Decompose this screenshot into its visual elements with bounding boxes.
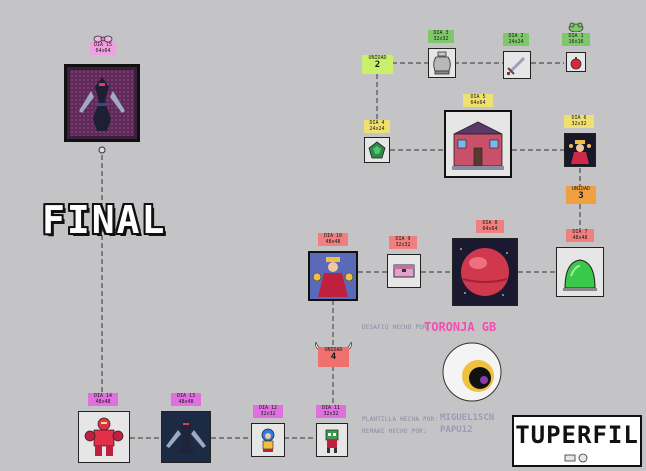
- day-2-art[interactable]: [503, 51, 531, 79]
- day-size: 32x32: [433, 35, 449, 42]
- day-10-art[interactable]: [308, 251, 358, 301]
- bow-icon: [93, 35, 113, 43]
- remake-credit-author: PAPU12: [440, 425, 473, 435]
- day-label: DIA 15: [93, 42, 113, 48]
- unit-label: UNIDAD: [368, 55, 387, 61]
- chest-icon: [393, 264, 415, 278]
- challenge-credit-label: DESAFIO HECHO POR:: [362, 324, 431, 331]
- day-size: 48x48: [325, 238, 341, 245]
- unit-label: UNIDAD: [324, 347, 343, 353]
- demon-king-icon: [312, 257, 354, 297]
- final-title: FINAL: [42, 198, 167, 242]
- slime-icon: [563, 259, 597, 291]
- day-size: 64x64: [482, 225, 498, 232]
- day-label: DIA 4: [369, 120, 385, 126]
- template-credit-author: MIGUEL1SCN: [440, 413, 495, 423]
- challenge-credit-author: TORONJA GB: [424, 320, 497, 334]
- frog-icon: [568, 22, 584, 32]
- sword-icon: [507, 56, 526, 75]
- day-9-tag: DIA 9 32x32: [389, 236, 417, 249]
- day-size: 16x16: [568, 38, 584, 45]
- day-15-tag: DIA 15 64x64: [90, 42, 116, 55]
- day-7-art[interactable]: [556, 247, 604, 297]
- day-size: 64x64: [95, 47, 111, 54]
- day-9-art[interactable]: [387, 254, 421, 288]
- day-12-tag: DIA 12 32x32: [253, 405, 283, 418]
- unit-number: 4: [330, 352, 337, 362]
- day-5-tag: DIA 5 64x64: [463, 94, 493, 107]
- day-size: 24x24: [508, 38, 524, 45]
- day-label: DIA 1: [568, 33, 584, 39]
- day-1-tag: DIA 1 16x16: [562, 33, 590, 46]
- house-icon: [452, 121, 504, 170]
- dark-knight-icon: [70, 70, 134, 136]
- day-14-art[interactable]: [78, 411, 130, 463]
- day-13-art[interactable]: [161, 411, 211, 463]
- day-3-tag: DIA 3 32x32: [428, 30, 454, 43]
- unit-3-badge: UNIDAD 3: [566, 186, 596, 204]
- day-label: DIA 2: [508, 33, 524, 39]
- remake-credit-label: REMAKE HECHO POR:: [362, 428, 427, 435]
- day-11-art[interactable]: [316, 423, 348, 457]
- day-8-art[interactable]: [452, 238, 518, 306]
- day-13-tag: DIA 13 48x48: [171, 393, 201, 406]
- unit-label: UNIDAD: [571, 186, 591, 192]
- day-label: DIA 9: [395, 236, 411, 242]
- day-label: DIA 12: [258, 405, 278, 411]
- brand-icons: [564, 453, 588, 463]
- day-2-tag: DIA 2 24x24: [503, 33, 529, 46]
- day-size: 32x32: [260, 410, 276, 417]
- day-size: 48x48: [572, 234, 588, 241]
- planet-icon: [460, 248, 509, 296]
- day-label: DIA 8: [482, 220, 498, 226]
- apple-icon: [570, 57, 582, 70]
- cat-king-icon: [569, 140, 591, 164]
- day-label: DIA 5: [470, 94, 486, 100]
- day-10-tag: DIA 10 48x48: [318, 233, 348, 246]
- day-8-tag: DIA 8 64x64: [476, 220, 504, 233]
- day-size: 32x32: [323, 410, 339, 417]
- day-3-art[interactable]: [428, 48, 456, 78]
- day-label: DIA 14: [93, 393, 113, 399]
- day-6-tag: DIA 6 32x32: [564, 115, 594, 128]
- red-golem-icon: [84, 417, 124, 456]
- day-label: DIA 13: [176, 393, 196, 399]
- day-label: DIA 3: [433, 30, 449, 36]
- day-label: DIA 11: [321, 405, 341, 411]
- vase-icon: [433, 51, 451, 75]
- day-7-tag: DIA 7 48x48: [566, 229, 594, 242]
- unit-4-badge: UNIDAD 4: [318, 347, 349, 367]
- day-4-art[interactable]: [364, 137, 390, 163]
- day-size: 48x48: [95, 398, 111, 405]
- goblin-icon: [325, 429, 339, 453]
- day-size: 48x48: [178, 398, 194, 405]
- day-15-art[interactable]: [64, 64, 140, 142]
- day-size: 32x32: [571, 120, 587, 127]
- pin-icon: [98, 146, 106, 154]
- day-11-tag: DIA 11 32x32: [316, 405, 346, 418]
- day-size: 32x32: [395, 241, 411, 248]
- hero-girl-icon: [261, 428, 275, 452]
- shadow-knight-icon: [166, 418, 206, 454]
- day-14-tag: DIA 14 48x48: [88, 393, 118, 406]
- day-size: 64x64: [470, 99, 486, 106]
- day-5-art[interactable]: [444, 110, 512, 178]
- brand-name: TUPERFIL: [515, 421, 639, 449]
- day-label: DIA 6: [571, 115, 587, 121]
- unit-number: 2: [374, 60, 381, 70]
- day-size: 24x24: [369, 125, 385, 132]
- day-label: DIA 10: [323, 233, 343, 239]
- gem-icon: [368, 141, 386, 159]
- day-1-art[interactable]: [566, 52, 586, 72]
- brand-box: TUPERFIL: [512, 415, 642, 467]
- day-4-tag: DIA 4 24x24: [364, 120, 390, 133]
- eyeball-icon: [442, 342, 502, 402]
- unit-number: 3: [578, 191, 584, 201]
- template-credit-label: PLANTILLA HECHA POR:: [362, 416, 439, 423]
- day-6-art[interactable]: [564, 133, 596, 167]
- unit-2-badge: UNIDAD 2: [362, 55, 393, 74]
- day-12-art[interactable]: [251, 423, 285, 457]
- day-label: DIA 7: [572, 229, 588, 235]
